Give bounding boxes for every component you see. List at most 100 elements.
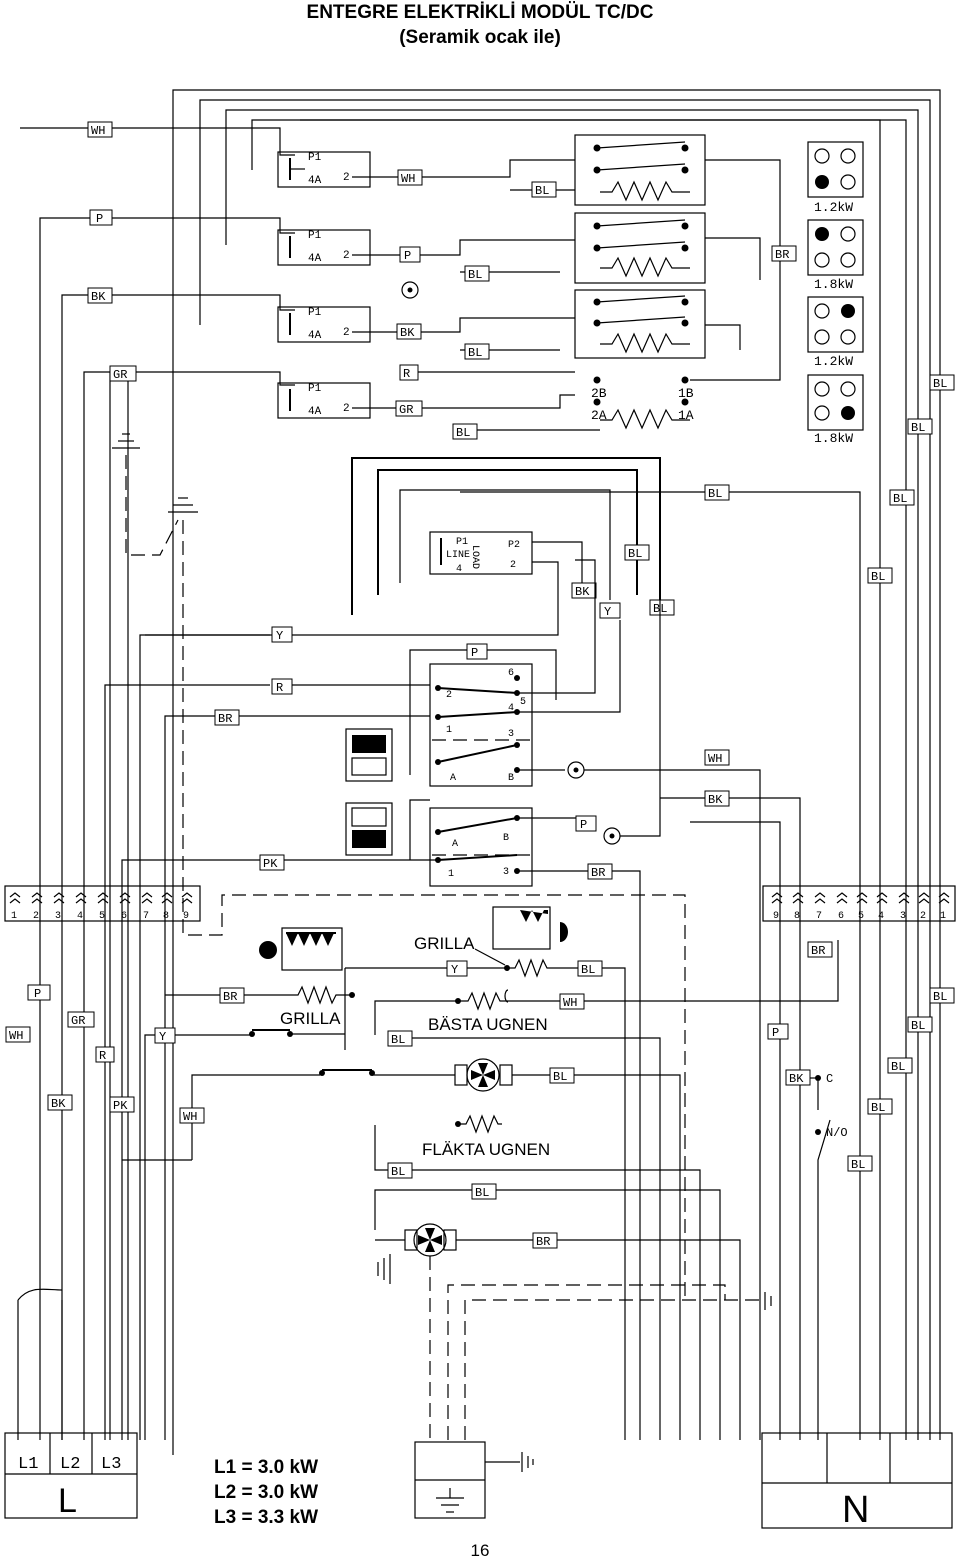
earth-symbols-top (112, 433, 686, 1300)
svg-text:L3 = 3.3 kW: L3 = 3.3 kW (214, 1507, 318, 1528)
svg-text:2: 2 (343, 327, 350, 339)
svg-text:2: 2 (510, 560, 516, 571)
svg-text:2: 2 (343, 172, 350, 184)
terminal-chevron (876, 892, 888, 898)
svg-text:BL: BL (581, 963, 595, 977)
svg-text:6: 6 (121, 911, 127, 922)
regulator-2: P1 4A 2 (277, 229, 400, 266)
wire-label-bk: BK (87, 287, 113, 304)
terminal-chevron (181, 898, 193, 904)
wire-label-bk-lim: BK (571, 582, 597, 599)
wire-label-wh-low: WH (5, 1026, 31, 1043)
svg-text:P1: P1 (308, 230, 322, 242)
svg-text:BL: BL (891, 1060, 905, 1074)
terminal-chevron (836, 892, 848, 898)
svg-text:BL: BL (553, 1070, 567, 1084)
terminal-chevron (814, 892, 826, 898)
wire-label-bl-lim1: BL (624, 544, 650, 561)
svg-text:BL: BL (708, 487, 722, 501)
wire-label-bl-low3: BL (887, 1057, 913, 1074)
svg-text:1: 1 (940, 911, 946, 922)
svg-text:P2: P2 (508, 540, 520, 551)
svg-text:BL: BL (391, 1033, 405, 1047)
svg-text:5: 5 (520, 697, 526, 708)
svg-text:BK: BK (400, 326, 415, 340)
svg-text:GRILLA: GRILLA (414, 934, 475, 953)
wire-label-bl-fan2: BL (387, 1162, 413, 1179)
terminal-chevron (75, 898, 87, 904)
svg-text:PK: PK (263, 857, 278, 871)
terminal-chevron (898, 898, 910, 904)
wire-label-bl-low5: BL (847, 1155, 873, 1172)
svg-text:4A: 4A (308, 175, 322, 187)
terminal-chevron (119, 898, 131, 904)
terminal-chevron (53, 898, 65, 904)
svg-text:BK: BK (789, 1072, 804, 1086)
wire-label-bl-oven1: BL (577, 960, 603, 977)
zone-indicator-3: 1.2kW (807, 296, 864, 369)
terminal-chevron (856, 898, 868, 904)
terminal-chevron (97, 892, 109, 898)
wire-label-br-sel: BR (214, 709, 240, 726)
terminal-chevron (771, 898, 783, 904)
wire-label-bk-2: BK (396, 323, 422, 340)
svg-text:GRILLA: GRILLA (280, 1009, 341, 1028)
svg-text:GR: GR (71, 1014, 85, 1028)
svg-text:BL: BL (933, 990, 947, 1004)
svg-text:P: P (772, 1026, 779, 1040)
zone-indicator-2: 1.8kW (807, 219, 864, 292)
svg-text:R: R (99, 1049, 106, 1063)
wire-label-gr-low: GR (67, 1011, 95, 1028)
svg-text:1: 1 (446, 725, 452, 736)
terminal-block-right (762, 885, 956, 922)
svg-text:2: 2 (343, 403, 350, 415)
svg-text:4: 4 (878, 911, 884, 922)
svg-text:P1: P1 (308, 383, 322, 395)
wire-label-r-sel: R (271, 678, 293, 695)
svg-text:WH: WH (563, 996, 577, 1010)
svg-text:BR: BR (223, 990, 237, 1004)
terminal-chevron (836, 898, 848, 904)
regulator-wire-labels: WH P BK R GR BL BL BL BL (395, 169, 557, 440)
wire-label-wh-low2: WH (179, 1107, 205, 1124)
element-box-3 (574, 289, 706, 359)
wire-label-wh-2: WH (397, 169, 423, 186)
hob-limiter: P1 LINE 4 LOAD P2 2 BL BK Y BL (139, 457, 675, 1440)
wire-label-bk-sw2: BK (704, 790, 730, 807)
terminal-chevron (856, 892, 868, 898)
svg-text:4A: 4A (308, 253, 322, 265)
svg-text:3: 3 (900, 911, 906, 922)
regulator-1: P1 4A 2 (277, 151, 400, 188)
wire-label-bl-r2: BL (907, 418, 933, 435)
oven-selector: Y R BR P 6 2 5 4 1 3 A B WH (104, 559, 761, 1440)
wire-label-br-right: BR (807, 941, 833, 958)
svg-text:P: P (34, 987, 41, 1001)
wire-label-bl-low4: BL (867, 1098, 893, 1115)
svg-text:LOAD: LOAD (469, 545, 480, 569)
svg-text:5: 5 (858, 911, 864, 922)
svg-text:P: P (96, 212, 103, 226)
wire-label-br-fan: BR (532, 1232, 558, 1249)
supply-neutral-block: N (761, 1432, 953, 1531)
svg-text:C: C (826, 1072, 833, 1086)
svg-text:N: N (842, 1489, 869, 1531)
svg-text:BR: BR (218, 712, 232, 726)
svg-text:1.8kW: 1.8kW (814, 431, 853, 446)
svg-text:P: P (404, 249, 411, 263)
svg-text:BR: BR (775, 248, 789, 262)
svg-text:P1: P1 (308, 307, 322, 319)
svg-text:WH: WH (401, 172, 415, 186)
zone-indicator-4: 1.8kW (807, 374, 864, 446)
svg-text:1.2kW: 1.2kW (814, 354, 853, 369)
svg-text:GR: GR (399, 403, 413, 417)
svg-text:5: 5 (99, 911, 105, 922)
wire-label-gr: GR (109, 365, 137, 382)
right-wire-labels: BL BL BL BL BL (704, 374, 955, 584)
hob-elements: 2B 1B 2A 1A BR (574, 134, 797, 430)
svg-text:P1: P1 (456, 537, 468, 548)
terminal-chevron (161, 892, 173, 898)
wire-label-bl-fan1: BL (549, 1067, 575, 1084)
wire-label-bl-1: BL (531, 181, 557, 198)
left-wire-labels: WH P BK GR (87, 121, 137, 382)
svg-text:WH: WH (91, 124, 105, 138)
